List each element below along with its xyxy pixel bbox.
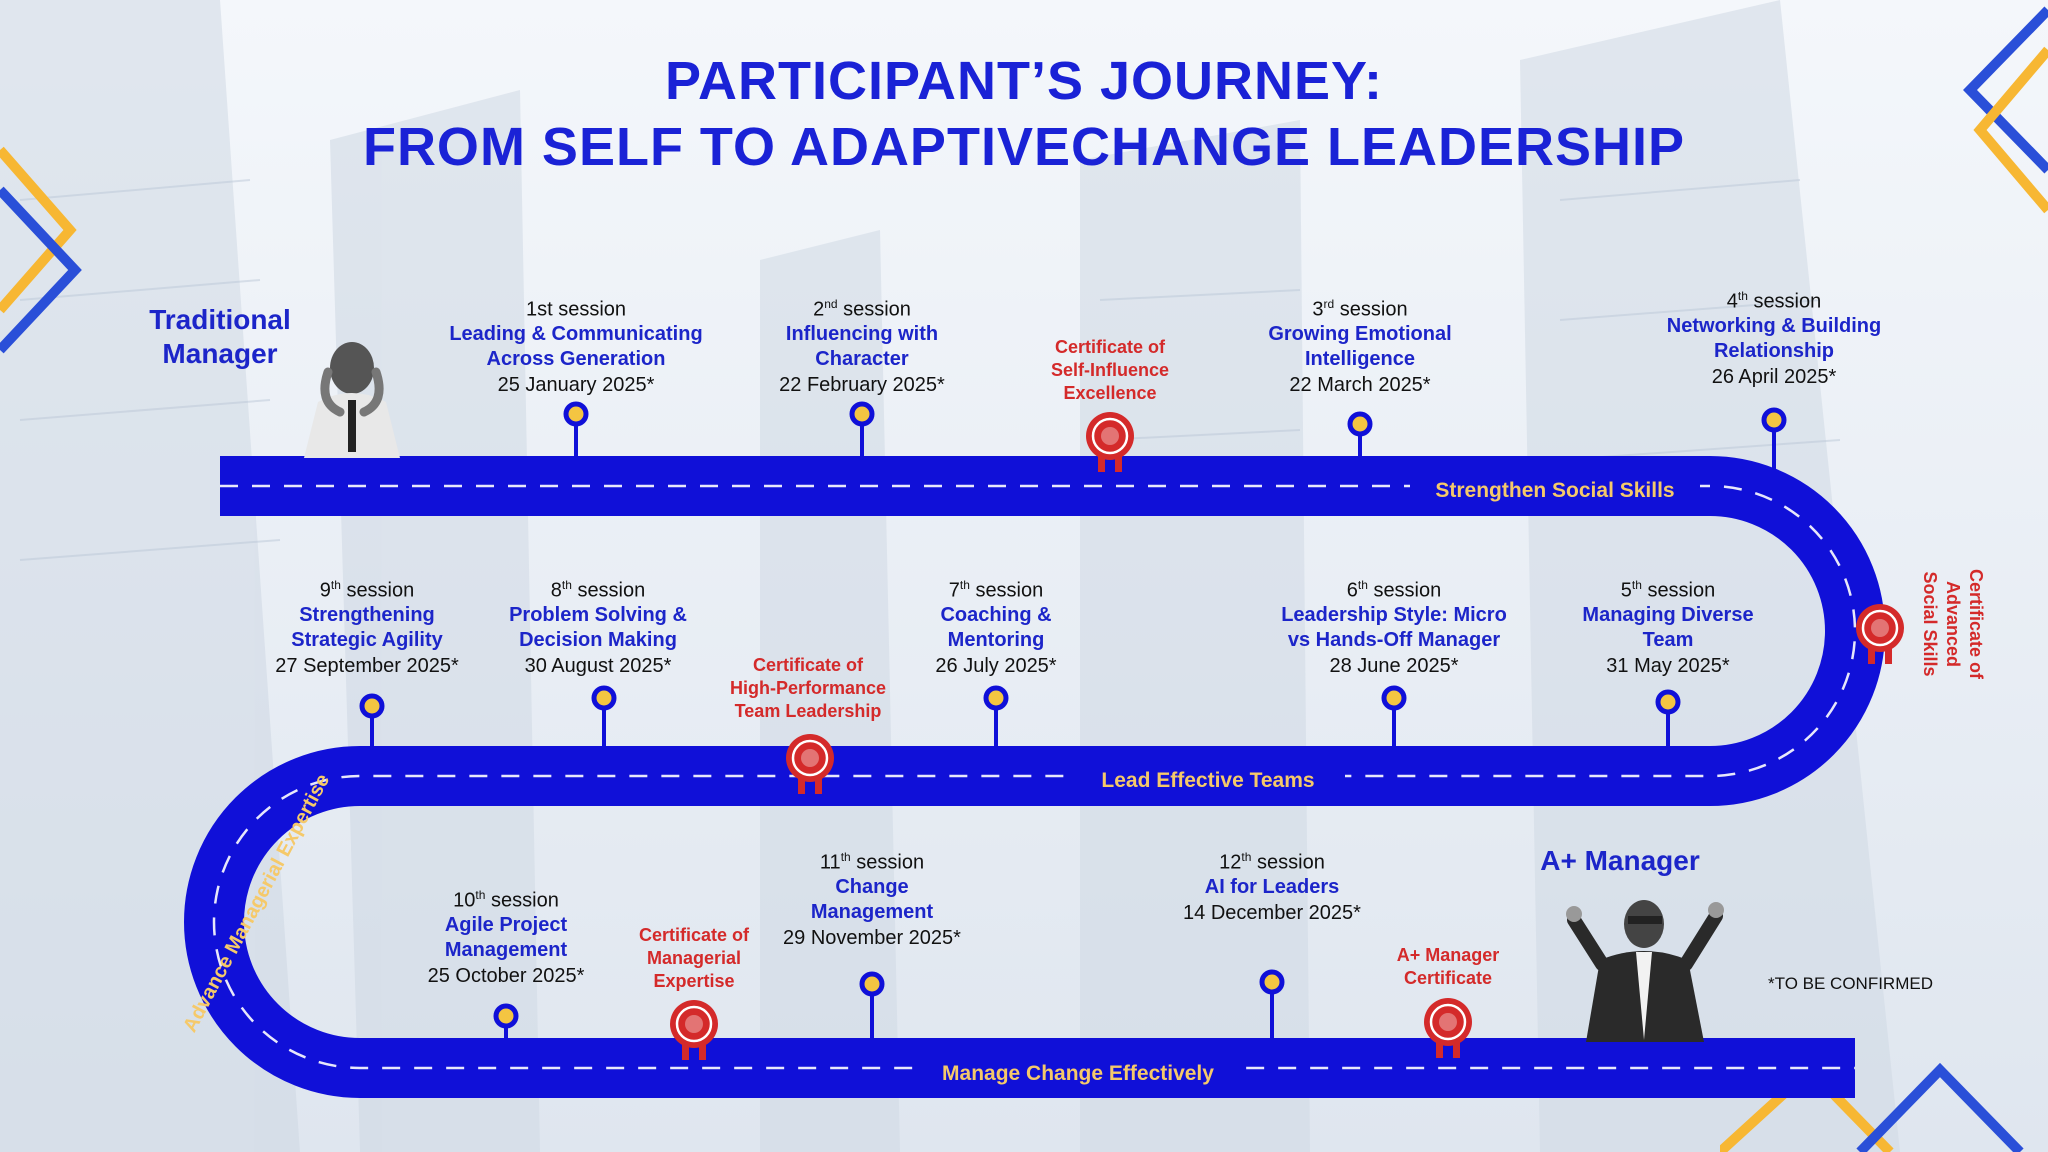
pin-7 [983, 685, 1009, 748]
session-6: 6th session Leadership Style: Micro vs H… [1244, 573, 1544, 679]
session-date: 27 September 2025* [275, 654, 459, 677]
session-title-line-2: vs Hands-Off Manager [1287, 628, 1501, 651]
celebrating-manager-image [1566, 900, 1724, 1042]
session-title-line-2: Intelligence [1304, 347, 1416, 370]
pin-10 [493, 1003, 519, 1040]
page-title-line-1: PARTICIPANT’S JOURNEY: [664, 51, 1384, 111]
session-title-line-2: Mentoring [947, 628, 1045, 651]
session-date: 26 July 2025* [935, 654, 1057, 677]
session-number: 3rd session [1312, 297, 1408, 321]
session-title-line-1: Influencing with [785, 322, 939, 345]
road-label-manage-change: Manage Change Effectively [942, 1062, 1214, 1085]
session-4: 4th session Networking & Building Relati… [1624, 284, 1924, 390]
session-title-line-1: Problem Solving & [509, 603, 687, 626]
session-title-line-1: Leadership Style: Micro [1281, 603, 1507, 626]
pin-12 [1259, 969, 1285, 1040]
page-title-line-2: FROM SELF TO ADAPTIVECHANGE LEADERSHIP [362, 117, 1686, 177]
session-9: 9th session Strengthening Strategic Agil… [217, 573, 517, 679]
role-a-plus-manager: A+ Manager [1540, 845, 1700, 876]
session-8: 8th session Problem Solving & Decision M… [448, 573, 748, 679]
session-title-line-1: Managing Diverse [1582, 603, 1754, 626]
to-be-confirmed-note: *TO BE CONFIRMED [1768, 974, 1933, 993]
pin-8 [591, 685, 617, 748]
session-title-line-2: Strategic Agility [291, 628, 443, 651]
pin-9 [359, 693, 385, 748]
stressed-manager-image [304, 342, 400, 458]
session-title-line-2: Decision Making [519, 628, 677, 651]
session-number: 7th session [948, 578, 1044, 602]
session-number: 1st session [525, 298, 627, 321]
session-number: 2nd session [813, 297, 911, 321]
session-number: 9th session [319, 578, 415, 602]
svg-text:Certificate of: Certificate of [1966, 569, 1986, 680]
session-title-line-1: Strengthening [299, 603, 435, 626]
certificate-2-text: Certificate of Advanced Social Skills [1920, 569, 1986, 680]
session-title-line-2: Management [810, 900, 934, 923]
session-date: 22 February 2025* [779, 373, 945, 396]
session-5: 5th session Managing Diverse Team 31 May… [1518, 573, 1818, 679]
session-number: 11th session [819, 850, 925, 874]
session-date: 25 October 2025* [427, 964, 585, 987]
session-title-line-1: Agile Project [444, 913, 568, 936]
session-3: 3rd session Growing Emotional Intelligen… [1210, 292, 1510, 398]
session-title-line-2: Across Generation [486, 347, 666, 370]
session-title-line-2: Team [1642, 628, 1694, 651]
corner-decoration-right [1963, 6, 2048, 214]
session-date: 28 June 2025* [1329, 654, 1459, 677]
session-7: 7th session Coaching & Mentoring 26 July… [846, 573, 1146, 679]
svg-text:Social Skills: Social Skills [1920, 571, 1940, 676]
session-title-line-1: Leading & Communicating [449, 322, 703, 345]
session-title-line-2: Management [444, 938, 568, 961]
session-number: 8th session [550, 578, 646, 602]
session-date: 22 March 2025* [1289, 373, 1431, 396]
pin-6 [1381, 685, 1407, 748]
road-label-strengthen-social-skills: Strengthen Social Skills [1435, 479, 1674, 502]
pin-4 [1761, 407, 1787, 470]
session-date: 30 August 2025* [524, 654, 672, 677]
session-number: 6th session [1346, 578, 1442, 602]
pin-3 [1347, 411, 1373, 458]
pin-2 [849, 401, 875, 458]
session-pins [359, 401, 1787, 1040]
session-title-line-1: Coaching & [940, 603, 1052, 626]
session-number: 5th session [1620, 578, 1716, 602]
session-number: 12th session [1219, 850, 1325, 874]
session-2: 2nd session Influencing with Character 2… [712, 292, 1012, 398]
session-date: 29 November 2025* [783, 926, 961, 949]
session-title-line-2: Character [815, 347, 909, 370]
pin-11 [859, 971, 885, 1040]
session-date: 25 January 2025* [497, 373, 655, 396]
session-title-line-1: Networking & Building [1666, 314, 1882, 337]
session-date: 31 May 2025* [1606, 654, 1730, 677]
session-number: 10th session [453, 888, 559, 912]
session-12: 12th session AI for Leaders 14 December … [1122, 845, 1422, 926]
session-title-line-1: Change [835, 875, 909, 898]
session-11: 11th session Change Management 29 Novemb… [722, 845, 1022, 951]
role-traditional-manager: Traditional Manager [149, 304, 291, 369]
corner-decoration-left [0, 146, 82, 354]
pin-1 [563, 401, 589, 458]
session-10: 10th session Agile Project Management 25… [356, 883, 656, 989]
session-date: 14 December 2025* [1183, 901, 1361, 924]
session-title-line-2: Relationship [1713, 339, 1834, 362]
pin-5 [1655, 689, 1681, 748]
session-number: 4th session [1726, 289, 1822, 313]
road-label-lead-effective-teams: Lead Effective Teams [1101, 769, 1314, 792]
svg-text:Advanced: Advanced [1943, 581, 1963, 667]
session-title-line-1: Growing Emotional [1268, 322, 1452, 345]
session-1: 1st session Leading & Communicating Acro… [426, 292, 726, 398]
session-date: 26 April 2025* [1711, 365, 1837, 388]
session-title-line-1: AI for Leaders [1204, 875, 1340, 898]
